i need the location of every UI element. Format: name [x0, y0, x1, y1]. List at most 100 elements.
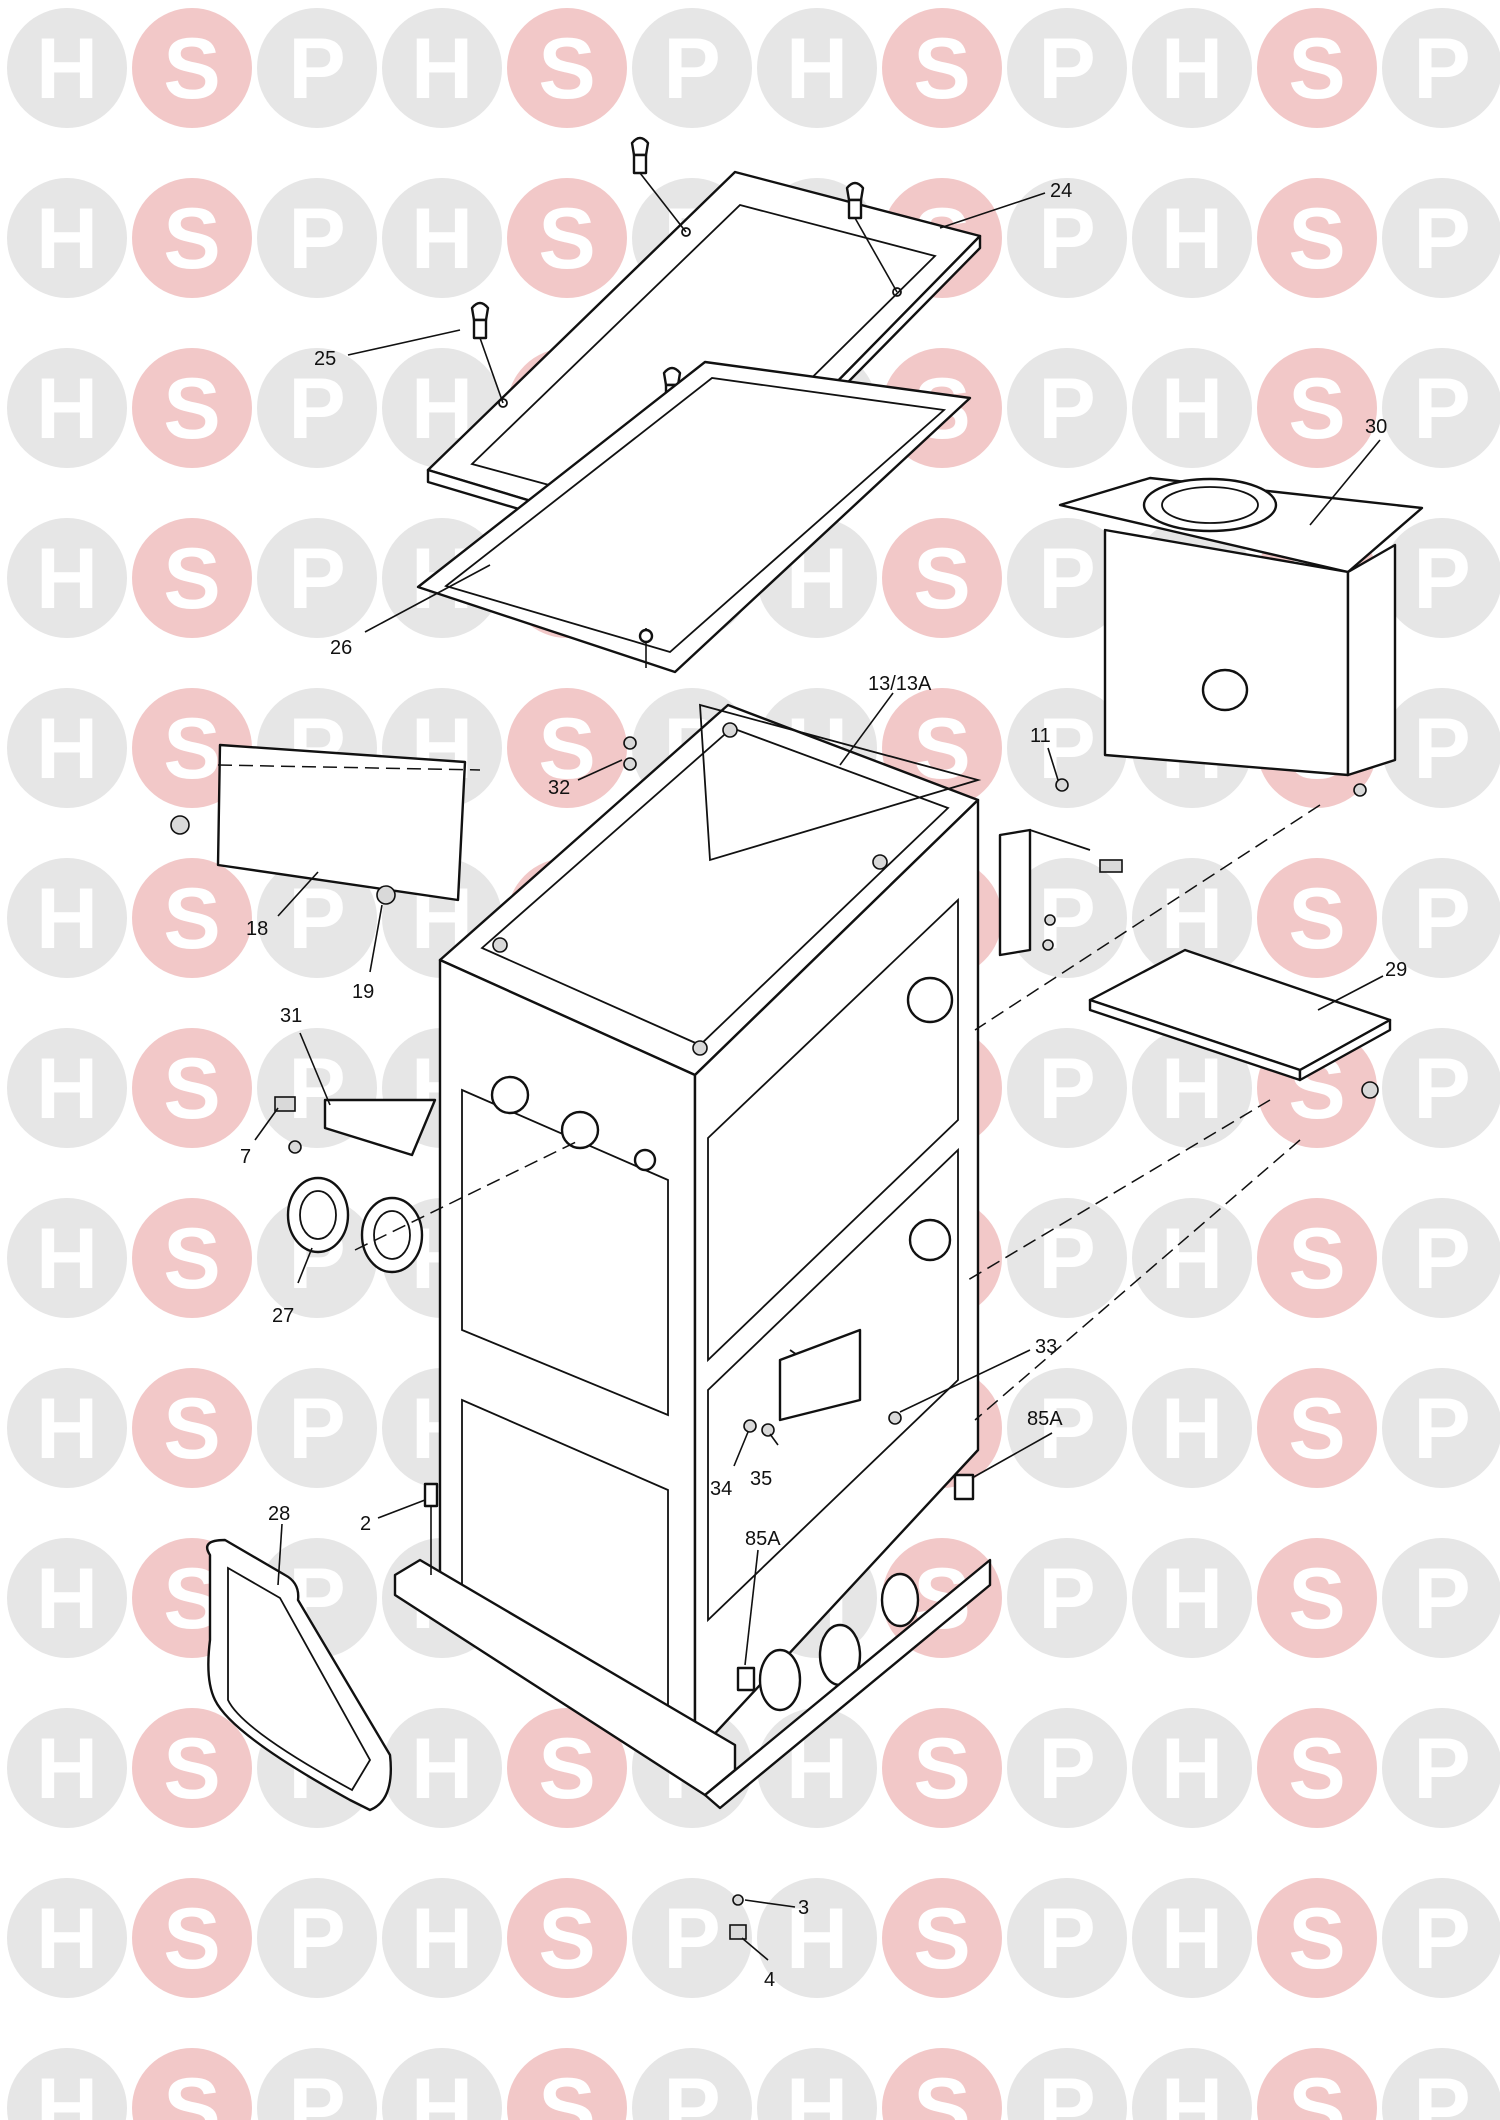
- watermark-letter-h: H: [411, 1721, 473, 1817]
- watermark-letter-h: H: [36, 21, 98, 117]
- watermark-letter-s: S: [538, 701, 595, 797]
- watermark-circle-p: [1382, 688, 1500, 808]
- watermark-letter-h: H: [36, 531, 98, 627]
- watermark-circle-p: [632, 8, 752, 128]
- watermark-letter-s: S: [163, 701, 220, 797]
- watermark-circle-p: [1007, 1538, 1127, 1658]
- watermark-circle-s: [1257, 2048, 1377, 2120]
- watermark-circle-s: [507, 8, 627, 128]
- watermark-letter-s: S: [163, 871, 220, 967]
- watermark-letter-h: H: [36, 871, 98, 967]
- watermark-circle-h: [7, 1708, 127, 1828]
- label-28: 28: [268, 1503, 290, 1525]
- watermark-circle-p: [1007, 688, 1127, 808]
- label-7: 7: [240, 1146, 251, 1168]
- watermark-letter-p: P: [1038, 1891, 1095, 1987]
- watermark-letter-s: S: [538, 1721, 595, 1817]
- watermark-letter-s: S: [163, 191, 220, 287]
- watermark-letter-s: S: [163, 1381, 220, 1477]
- callout-32: 32: [548, 759, 623, 799]
- watermark-letter-p: P: [1413, 1891, 1470, 1987]
- watermark-letter-p: P: [1413, 1211, 1470, 1307]
- watermark-letter-p: P: [1413, 871, 1470, 967]
- watermark-circle-s: [507, 688, 627, 808]
- watermark-circle-s: [132, 348, 252, 468]
- label-33: 33: [1035, 1336, 1057, 1358]
- watermark-circle-h: [1132, 178, 1252, 298]
- watermark-letter-h: H: [1161, 21, 1223, 117]
- watermark-circle-p: [1382, 2048, 1500, 2120]
- callout-25: 25: [314, 329, 461, 370]
- watermark-circle-p: [1007, 1368, 1127, 1488]
- callout-28: 28: [268, 1503, 290, 1586]
- part-30-flue-hood: [1058, 476, 1424, 797]
- watermark-circle-p: [1382, 1538, 1500, 1658]
- watermark-circle-h: [1132, 1368, 1252, 1488]
- watermark-letter-h: H: [786, 21, 848, 117]
- watermark-circle-h: [1132, 8, 1252, 128]
- watermark-letter-p: P: [288, 871, 345, 967]
- watermark-circle-s: [1257, 1708, 1377, 1828]
- watermark-circle-h: [757, 1878, 877, 1998]
- watermark-circle-p: [1382, 1708, 1500, 1828]
- watermark-circle-h: [7, 8, 127, 128]
- watermark-letter-h: H: [36, 1551, 98, 1647]
- watermark-circle-h: [1132, 858, 1252, 978]
- watermark-circle-h: [1132, 1708, 1252, 1828]
- watermark-circle-h: [382, 1878, 502, 1998]
- callout-4: 4: [741, 1937, 775, 1991]
- watermark-letter-h: H: [411, 1891, 473, 1987]
- callout-18: 18: [246, 871, 319, 940]
- watermark-circle-p: [1382, 178, 1500, 298]
- watermark-circle-h: [7, 178, 127, 298]
- watermark-letter-p: P: [288, 361, 345, 457]
- callout-33: 33: [899, 1336, 1057, 1413]
- part-28-door-gasket: [205, 1538, 392, 1812]
- watermark-letter-p: P: [1413, 1041, 1470, 1137]
- watermark-circle-p: [257, 518, 377, 638]
- part-27-seals: [286, 1176, 424, 1274]
- watermark-letter-h: H: [411, 2061, 473, 2120]
- watermark-circle-h: [7, 688, 127, 808]
- label-85a-right: 85A: [1027, 1408, 1063, 1430]
- watermark-letter-s: S: [1288, 1891, 1345, 1987]
- watermark-letter-s: S: [163, 1041, 220, 1137]
- watermark-circle-h: [1132, 1538, 1252, 1658]
- watermark-circle-p: [257, 178, 377, 298]
- watermark-circle-s: [882, 8, 1002, 128]
- watermark-letter-s: S: [1288, 361, 1345, 457]
- part-31-bracket: [274, 1096, 437, 1157]
- watermark-letter-s: S: [538, 191, 595, 287]
- callout-27: 27: [272, 1247, 313, 1327]
- watermark-letter-s: S: [163, 1891, 220, 1987]
- watermark-circle-p: [1382, 1878, 1500, 1998]
- watermark-letter-s: S: [1288, 1551, 1345, 1647]
- watermark-letter-p: P: [288, 1381, 345, 1477]
- watermark-circle-h: [1132, 348, 1252, 468]
- watermark-circle-h: [382, 2048, 502, 2120]
- watermark-letter-s: S: [1288, 871, 1345, 967]
- watermark-circle-p: [1007, 1028, 1127, 1148]
- callout-3: 3: [744, 1897, 809, 1919]
- watermark-circle-p: [257, 2048, 377, 2120]
- watermark-circle-h: [757, 8, 877, 128]
- watermark-letter-p: P: [1413, 361, 1470, 457]
- watermark-letter-p: P: [288, 191, 345, 287]
- watermark-letter-p: P: [1413, 531, 1470, 627]
- watermark-letter-s: S: [1288, 191, 1345, 287]
- watermark-letter-s: S: [1288, 1721, 1345, 1817]
- watermark-circle-p: [1007, 858, 1127, 978]
- watermark-circle-s: [882, 2048, 1002, 2120]
- watermark-circle-s: [882, 1708, 1002, 1828]
- watermark-circle-h: [7, 518, 127, 638]
- watermark-circle-h: [1132, 1878, 1252, 1998]
- watermark-circle-p: [1007, 1198, 1127, 1318]
- watermark-letter-s: S: [1288, 1381, 1345, 1477]
- label-25: 25: [314, 348, 336, 370]
- watermark-circle-h: [7, 1878, 127, 1998]
- watermark-letter-p: P: [1413, 1381, 1470, 1477]
- watermark-circle-s: [132, 518, 252, 638]
- watermark-letter-s: S: [913, 1721, 970, 1817]
- watermark-letter-p: P: [1413, 701, 1470, 797]
